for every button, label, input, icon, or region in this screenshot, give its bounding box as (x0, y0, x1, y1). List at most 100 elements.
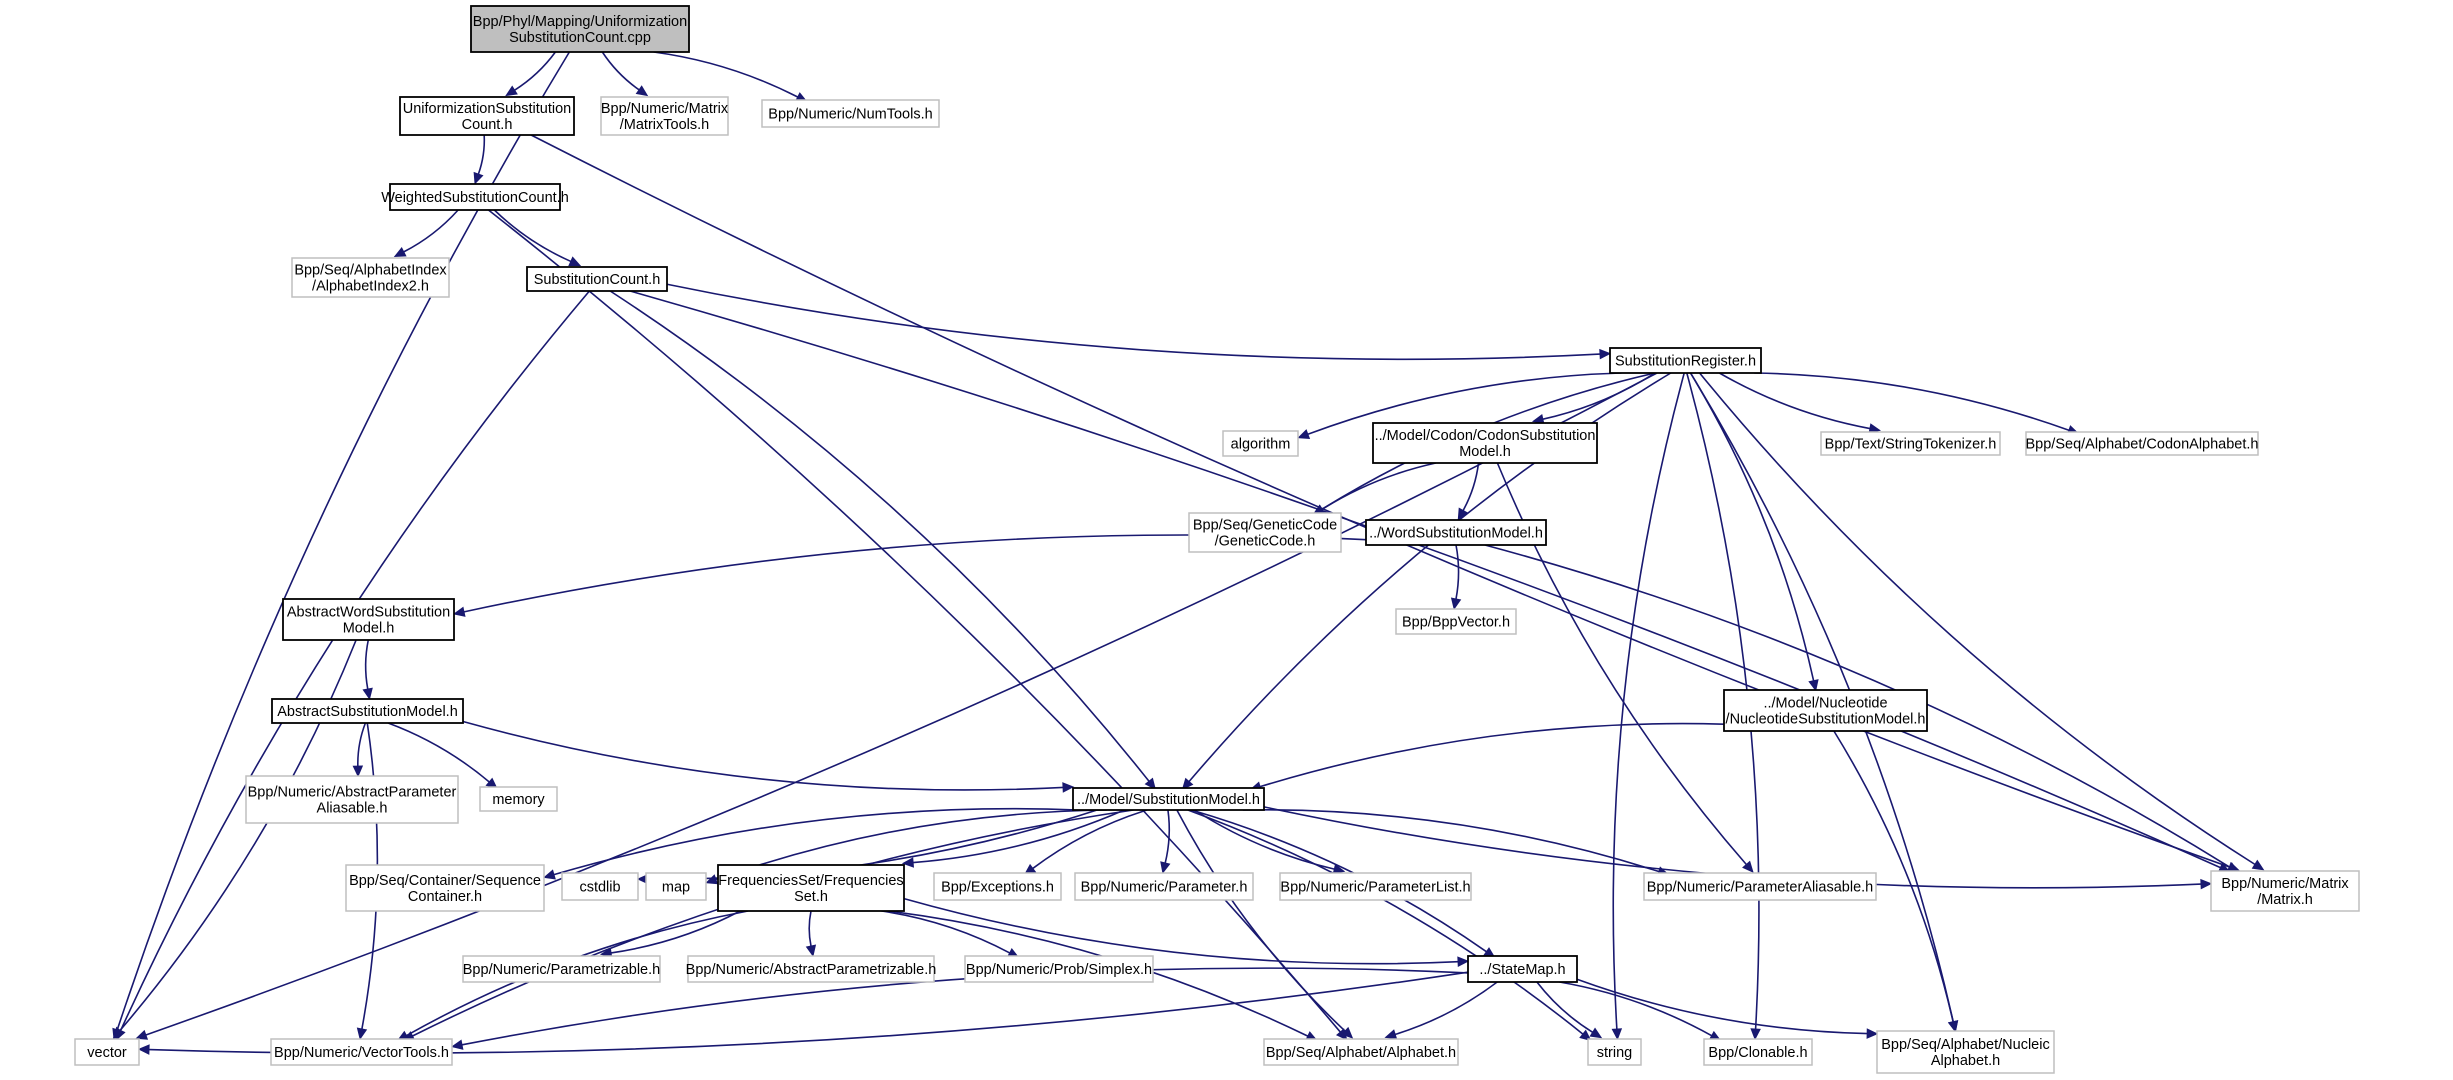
node-numtools[interactable]: Bpp/Numeric/NumTools.h (761, 99, 940, 128)
node-label: SubstitutionRegister.h (1615, 354, 1756, 370)
edge-statemap-to-vectortools (450, 967, 1469, 1050)
node-label: Bpp/Seq/Alphabet/Nucleic (1881, 1037, 2049, 1053)
edge-sc-to-matrix (629, 290, 2231, 873)
node-clonable[interactable]: Bpp/Clonable.h (1703, 1038, 1813, 1066)
edge-fs-to-parametrizable (599, 910, 741, 959)
node-matrix[interactable]: Bpp/Numeric/Matrix/Matrix.h (2210, 870, 2360, 912)
node-label: algorithm (1231, 437, 1291, 453)
node-vector[interactable]: vector (74, 1038, 140, 1066)
edge-sr-to-sm (1181, 372, 1672, 791)
arrowhead-icon (1062, 782, 1075, 793)
node-label: Bpp/Numeric/Matrix (601, 101, 729, 117)
node-stok[interactable]: Bpp/Text/StringTokenizer.h (1820, 431, 2001, 456)
arrowhead-icon (543, 869, 556, 880)
node-parameter[interactable]: Bpp/Numeric/Parameter.h (1074, 872, 1254, 901)
node-label: vector (87, 1045, 127, 1061)
node-box (271, 698, 464, 724)
node-label: Bpp/Seq/GeneticCode (1193, 518, 1337, 534)
node-box (717, 864, 905, 912)
node-asm[interactable]: AbstractSubstitutionModel.h (271, 698, 464, 724)
node-fs[interactable]: FrequenciesSet/FrequenciesSet.h (717, 864, 905, 912)
node-label: FrequenciesSet/Frequencies (718, 873, 903, 889)
node-box (479, 786, 558, 812)
node-sr[interactable]: SubstitutionRegister.h (1609, 347, 1762, 374)
node-sc[interactable]: SubstitutionCount.h (526, 266, 668, 292)
node-label: ../Model/Nucleotide (1763, 696, 1887, 712)
node-label: Bpp/Numeric/ParameterAliasable.h (1647, 880, 1873, 896)
node-nsm[interactable]: ../Model/Nucleotide/NucleotideSubstituti… (1723, 689, 1928, 732)
node-exceptions[interactable]: Bpp/Exceptions.h (933, 872, 1062, 901)
edge-line (1833, 730, 1954, 1022)
node-label: Bpp/Numeric/AbstractParameter (248, 785, 457, 801)
arrowhead-icon (1384, 1029, 1398, 1040)
node-box (933, 872, 1062, 901)
edge-wsc-to-ai2 (393, 209, 459, 258)
edge-root-to-matrixtools (601, 51, 649, 97)
edge-usc-to-matrix (530, 134, 2240, 872)
node-gc[interactable]: Bpp/Seq/GeneticCode/GeneticCode.h (1188, 512, 1342, 553)
node-label: /AlphabetIndex2.h (312, 279, 429, 295)
node-wsc[interactable]: WeightedSubstitutionCount.h (381, 183, 569, 211)
node-label: /MatrixTools.h (620, 117, 709, 133)
node-parametrizable[interactable]: Bpp/Numeric/Parametrizable.h (462, 955, 661, 983)
node-paramlist[interactable]: Bpp/Numeric/ParameterList.h (1279, 872, 1472, 901)
edge-statemap-to-clonable (1559, 981, 1722, 1042)
node-vectortools[interactable]: Bpp/Numeric/VectorTools.h (270, 1038, 453, 1066)
node-bppvector[interactable]: Bpp/BppVector.h (1395, 608, 1517, 635)
node-paramalias[interactable]: Bpp/Numeric/ParameterAliasable.h (1643, 872, 1877, 901)
node-statemap[interactable]: ../StateMap.h (1467, 955, 1578, 983)
arrowhead-icon (1611, 1028, 1623, 1041)
node-box (345, 864, 545, 912)
node-box (1072, 787, 1265, 811)
node-cstdlib[interactable]: cstdlib (561, 872, 639, 901)
node-map[interactable]: map (645, 872, 707, 901)
node-memory[interactable]: memory (479, 786, 558, 812)
node-label: ../Model/SubstitutionModel.h (1077, 792, 1260, 808)
node-box (2025, 431, 2259, 456)
arrowhead-icon (1947, 1020, 1959, 1033)
edge-awsm-to-vector (112, 639, 357, 1039)
node-box (470, 5, 690, 53)
node-label: Bpp/Seq/Container/Sequence (349, 873, 541, 889)
node-box (526, 266, 668, 292)
node-wsm[interactable]: ../WordSubstitutionModel.h (1365, 519, 1547, 546)
node-codonalpha[interactable]: Bpp/Seq/Alphabet/CodonAlphabet.h (2025, 431, 2259, 456)
edge-asm-to-sm (462, 720, 1075, 793)
node-algorithm[interactable]: algorithm (1222, 430, 1299, 457)
edge-line (364, 639, 370, 690)
edge-line (610, 910, 741, 954)
node-label: Bpp/Numeric/Parametrizable.h (463, 962, 660, 978)
node-label: Bpp/Exceptions.h (941, 880, 1054, 896)
node-alphabet[interactable]: Bpp/Seq/Alphabet/Alphabet.h (1263, 1038, 1459, 1066)
node-label: /GeneticCode.h (1215, 534, 1316, 550)
node-string[interactable]: string (1587, 1038, 1642, 1066)
arrowhead-icon (2200, 878, 2213, 890)
node-label: Bpp/Numeric/AbstractParametrizable.h (686, 962, 937, 978)
node-box (1609, 347, 1762, 374)
node-label: AbstractSubstitutionModel.h (277, 704, 458, 720)
edge-line (808, 910, 812, 947)
node-sm[interactable]: ../Model/SubstitutionModel.h (1072, 787, 1265, 811)
node-box (291, 257, 450, 298)
arrowhead-icon (805, 944, 817, 957)
arrowhead-icon (453, 606, 466, 617)
arrowhead-icon (1341, 1026, 1354, 1039)
edge-sm-to-exceptions (1023, 809, 1148, 876)
arrowhead-icon (1450, 597, 1462, 611)
node-matrixtools[interactable]: Bpp/Numeric/Matrix/MatrixTools.h (600, 96, 729, 136)
arrowhead-icon (362, 687, 373, 701)
node-absparametrizable[interactable]: Bpp/Numeric/AbstractParametrizable.h (686, 955, 937, 983)
node-ai2[interactable]: Bpp/Seq/AlphabetIndex/AlphabetIndex2.h (291, 257, 450, 298)
edge-root-to-usc (505, 51, 557, 97)
node-root[interactable]: Bpp/Phyl/Mapping/UniformizationSubstitut… (470, 5, 690, 53)
edge-sc-to-vector (115, 290, 591, 1041)
node-box (245, 775, 459, 824)
node-simplex[interactable]: Bpp/Numeric/Prob/Simplex.h (964, 955, 1154, 983)
node-box (1222, 430, 1299, 457)
